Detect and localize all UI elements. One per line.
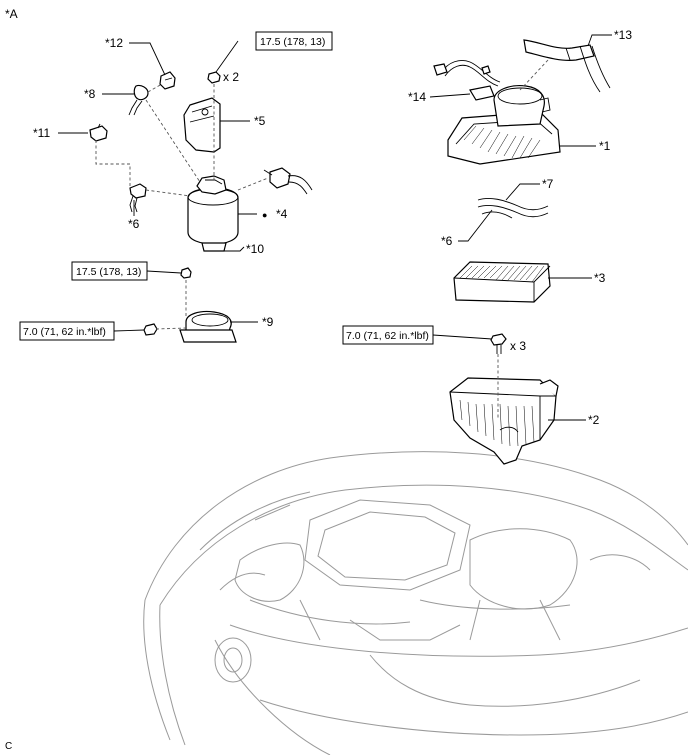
leader-line bbox=[215, 40, 239, 73]
callout-10: *10 bbox=[246, 242, 264, 256]
part-1-air-cleaner-cap bbox=[447, 85, 561, 165]
fuel-hose-right bbox=[263, 167, 313, 195]
part-13-intake-hose bbox=[523, 39, 611, 93]
engine-bay-illustration bbox=[143, 451, 688, 755]
leader-line bbox=[432, 334, 493, 340]
callout-7: *7 bbox=[542, 177, 554, 191]
part-6-hose-left bbox=[129, 183, 147, 213]
torque-spec-right: 7.0 (71, 62 in.*lbf) bbox=[346, 330, 429, 342]
callout-5: *5 bbox=[254, 114, 266, 128]
callout-14: *14 bbox=[408, 90, 426, 104]
torque-box-left-upper bbox=[71, 261, 148, 281]
part-11-fitting bbox=[89, 123, 108, 142]
callout-6-right: *6 bbox=[441, 234, 453, 248]
torque-spec-left-lower: 7.0 (71, 62 in.*lbf) bbox=[23, 326, 106, 338]
part-14-sensor-wire bbox=[433, 60, 501, 101]
leader-line bbox=[505, 183, 540, 201]
guide-line bbox=[155, 327, 187, 330]
part-8-hose bbox=[128, 84, 149, 116]
bolt-right bbox=[490, 333, 507, 354]
corner-mark: C bbox=[5, 741, 12, 752]
leader-line bbox=[146, 270, 182, 274]
leader-line bbox=[129, 42, 166, 76]
part-6-7-hoses-right bbox=[477, 197, 549, 219]
part-3-filter-element bbox=[453, 261, 551, 303]
torque-box-top bbox=[255, 31, 333, 51]
leader-line bbox=[458, 209, 493, 242]
callout-2: *2 bbox=[588, 413, 600, 427]
callout-4: *4 bbox=[276, 207, 288, 221]
torque-box-left-lower bbox=[19, 321, 115, 341]
nut-top bbox=[207, 71, 221, 84]
part-5-cover bbox=[183, 97, 221, 153]
part-10-fuel-filter bbox=[187, 175, 239, 252]
leader-line bbox=[587, 34, 612, 47]
nut-left-upper bbox=[180, 267, 192, 279]
callout-3: *3 bbox=[594, 271, 606, 285]
quantity-top: x 2 bbox=[223, 70, 239, 84]
callout-9: *9 bbox=[262, 315, 274, 329]
callout-8: *8 bbox=[84, 87, 96, 101]
guide-line bbox=[145, 189, 191, 197]
callout-11: *11 bbox=[33, 126, 50, 140]
guide-line bbox=[147, 83, 163, 93]
part-12-clamp bbox=[159, 71, 176, 90]
part-2-air-cleaner-case bbox=[449, 377, 559, 465]
callout-1: *1 bbox=[599, 139, 611, 153]
guide-line bbox=[519, 59, 549, 91]
torque-box-right bbox=[342, 325, 434, 345]
callout-13: *13 bbox=[614, 28, 632, 42]
leader-line bbox=[429, 93, 471, 98]
quantity-right: x 3 bbox=[510, 339, 526, 353]
leader-line bbox=[113, 329, 145, 332]
callout-12: *12 bbox=[105, 36, 123, 50]
non-reusable-symbol: ● bbox=[262, 210, 267, 220]
torque-spec-top: 17.5 (178, 13) bbox=[260, 36, 325, 48]
guide-line bbox=[95, 140, 131, 188]
bolt-left-lower bbox=[143, 323, 158, 336]
guide-line bbox=[237, 177, 269, 191]
figure-tag: *A bbox=[5, 7, 18, 21]
leader-line bbox=[214, 246, 245, 252]
part-9-bracket bbox=[179, 310, 237, 343]
callout-6-left: *6 bbox=[128, 217, 140, 231]
torque-spec-left-upper: 17.5 (178, 13) bbox=[76, 266, 141, 278]
